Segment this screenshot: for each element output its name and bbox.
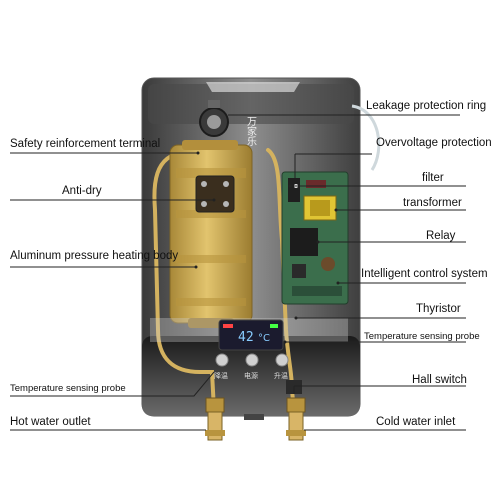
leader-lines (10, 114, 466, 431)
label-relay: Relay (426, 230, 456, 242)
aluminum-heating-body (169, 140, 253, 328)
label-anti-dry: Anti-dry (62, 185, 102, 197)
button-label-2: 升温 (274, 371, 288, 380)
leader-hall (293, 385, 466, 394)
panel-buttons: 降温 电源 升温 (214, 353, 289, 380)
brand-vertical-text: 万家乐 (245, 116, 257, 146)
label-temperature-sensing-probe-right: Temperature sensing probe (364, 331, 480, 342)
front-panel: 42 °C (150, 318, 348, 351)
label-hot-water-outlet: Hot water outlet (10, 416, 91, 428)
leader-overvoltage (294, 153, 372, 178)
label-leakage-protection-ring: Leakage protection ring (366, 100, 487, 112)
label-temperature-sensing-probe-left: Temperature sensing probe (10, 383, 126, 394)
label-cold-water-inlet: Cold water inlet (376, 416, 456, 428)
label-filter: filter (422, 172, 444, 184)
label-aluminum-pressure-heating-body: Aluminum pressure heating body (10, 250, 179, 262)
label-safety-reinforcement-terminal: Safety reinforcement terminal (10, 138, 161, 150)
label-hall-switch: Hall switch (412, 374, 467, 386)
cold-water-fitting (286, 397, 306, 441)
button-label-1: 电源 (244, 371, 258, 380)
button-label-0: 降温 (214, 371, 228, 380)
display-value: 42 (238, 330, 254, 345)
label-intelligent-control-system: Intelligent control system (361, 268, 488, 280)
display-unit: °C (258, 333, 270, 344)
button-power[interactable] (245, 353, 259, 367)
hot-water-fitting (205, 397, 225, 441)
leader-temp-left (10, 371, 215, 397)
label-transformer: transformer (403, 197, 462, 209)
control-board (281, 171, 349, 305)
leakage-ring (199, 100, 229, 137)
button-up[interactable] (275, 353, 289, 367)
label-overvoltage-protection: Overvoltage protection (376, 137, 492, 149)
label-thyristor: Thyristor (416, 303, 461, 315)
button-down[interactable] (215, 353, 229, 367)
